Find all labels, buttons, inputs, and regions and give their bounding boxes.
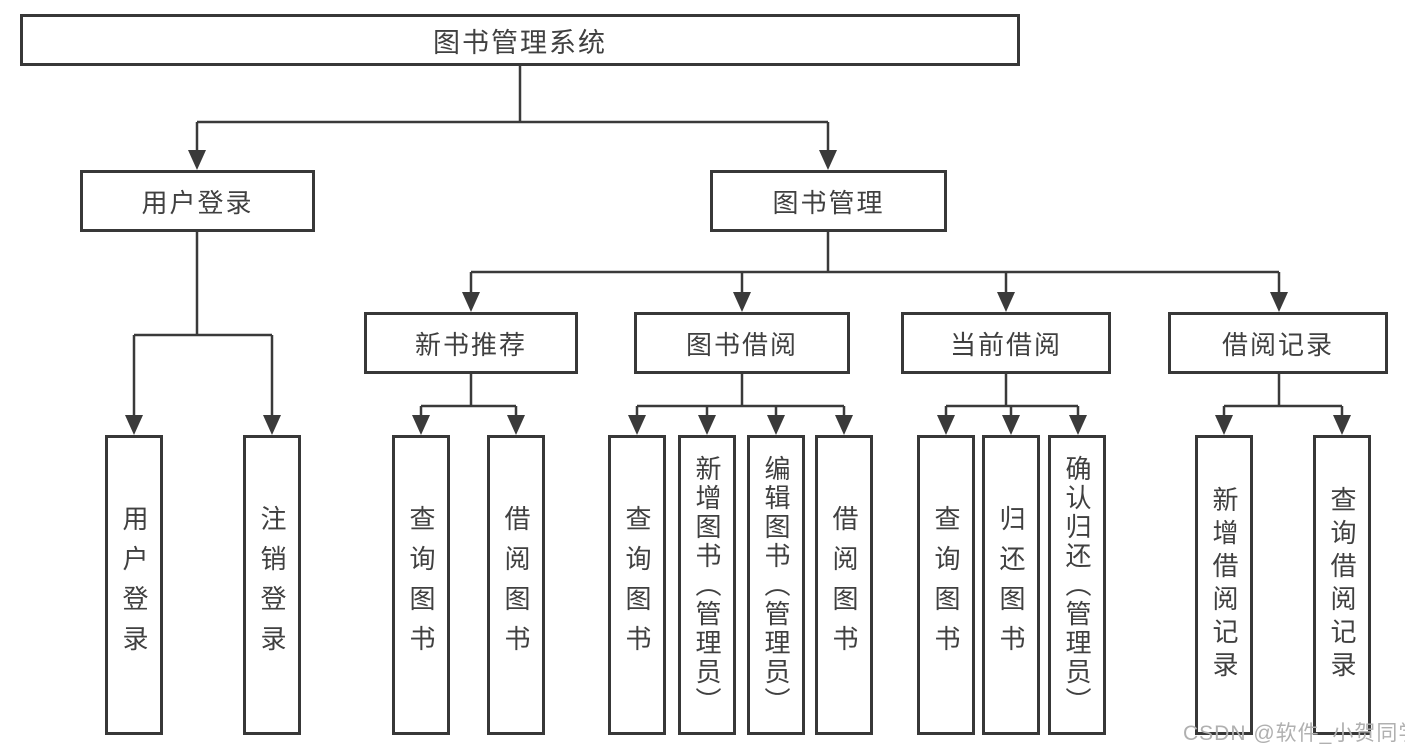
- leaf-label: 查询图书: [931, 505, 961, 665]
- leaf-query-books-3: 查询图书: [917, 435, 975, 735]
- leaf-query-borrow-record: 查询借阅记录: [1313, 435, 1371, 735]
- node-root: 图书管理系统: [20, 14, 1020, 66]
- leaf-label: 查询借阅记录: [1327, 486, 1357, 684]
- leaf-confirm-return-admin: 确认归还（管理员）: [1048, 435, 1106, 735]
- leaf-label: 借阅图书: [829, 505, 859, 665]
- node-book-borrow: 图书借阅: [634, 312, 850, 374]
- leaf-label: 归还图书: [996, 505, 1026, 665]
- leaf-add-books-admin: 新增图书（管理员）: [678, 435, 736, 735]
- leaf-add-borrow-record: 新增借阅记录: [1195, 435, 1253, 735]
- leaf-return-books: 归还图书: [982, 435, 1040, 735]
- node-borrow-record: 借阅记录: [1168, 312, 1388, 374]
- leaf-borrow-books-1: 借阅图书: [487, 435, 545, 735]
- leaf-label: 新增图书（管理员）: [692, 454, 722, 716]
- node-book-management: 图书管理: [710, 170, 947, 232]
- leaf-label: 注销登录: [257, 505, 287, 665]
- node-current-borrow: 当前借阅: [901, 312, 1111, 374]
- book-borrow-connector: [628, 374, 853, 435]
- borrow-record-connector: [1215, 374, 1351, 435]
- leaf-label: 确认归还（管理员）: [1062, 454, 1092, 716]
- leaf-query-books-2: 查询图书: [608, 435, 666, 735]
- leaf-edit-books-admin: 编辑图书（管理员）: [747, 435, 805, 735]
- node-user-login: 用户登录: [80, 170, 315, 232]
- current-borrow-connector: [937, 374, 1087, 435]
- leaf-label: 查询图书: [406, 505, 436, 665]
- node-new-book-recommend: 新书推荐: [364, 312, 578, 374]
- leaf-user-login: 用户登录: [105, 435, 163, 735]
- leaf-label: 新增借阅记录: [1209, 486, 1239, 684]
- leaf-borrow-books-2: 借阅图书: [815, 435, 873, 735]
- leaf-query-books-1: 查询图书: [392, 435, 450, 735]
- leaf-label: 编辑图书（管理员）: [761, 454, 791, 716]
- leaf-label: 查询图书: [622, 505, 652, 665]
- csdn-watermark: CSDN @软件_小贺同学: [1183, 722, 1405, 745]
- new-book-connector: [412, 374, 525, 435]
- leaf-logout: 注销登录: [243, 435, 301, 735]
- login-connector: [125, 232, 281, 435]
- leaf-label: 借阅图书: [501, 505, 531, 665]
- leaf-label: 用户登录: [119, 505, 149, 665]
- manage-connector: [462, 232, 1288, 312]
- root-connector: [188, 65, 837, 170]
